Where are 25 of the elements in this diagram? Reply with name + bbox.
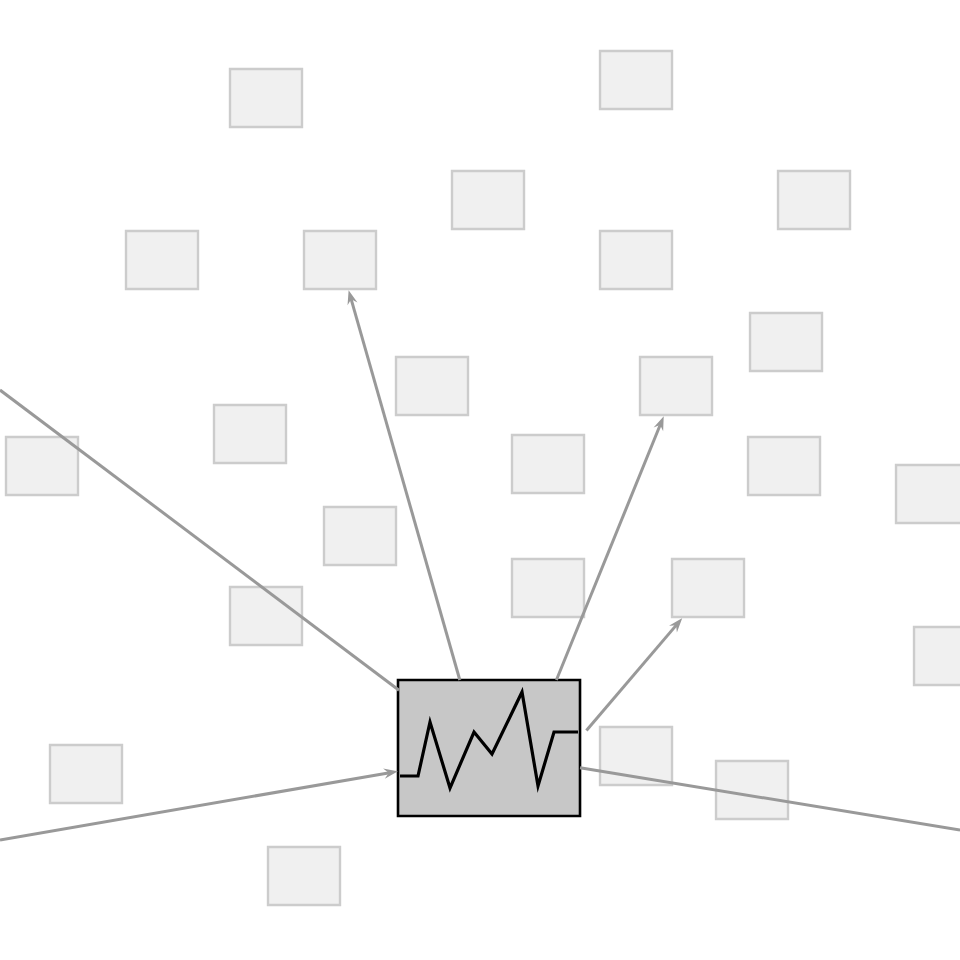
box xyxy=(212,403,288,465)
box xyxy=(266,845,342,907)
box xyxy=(394,355,470,417)
box xyxy=(746,435,822,497)
box xyxy=(228,67,304,129)
box xyxy=(598,229,674,291)
box xyxy=(228,585,304,647)
box xyxy=(48,743,124,805)
box xyxy=(510,557,586,619)
box xyxy=(638,355,714,417)
signal-box xyxy=(396,678,582,818)
box xyxy=(4,435,80,497)
box xyxy=(776,169,852,231)
box xyxy=(598,49,674,111)
box xyxy=(894,463,960,525)
box xyxy=(912,625,960,687)
box xyxy=(124,229,200,291)
box xyxy=(510,433,586,495)
box xyxy=(450,169,526,231)
box xyxy=(714,759,790,821)
box xyxy=(322,505,398,567)
box xyxy=(302,229,378,291)
box xyxy=(670,557,746,619)
box xyxy=(748,311,824,373)
box xyxy=(598,725,674,787)
